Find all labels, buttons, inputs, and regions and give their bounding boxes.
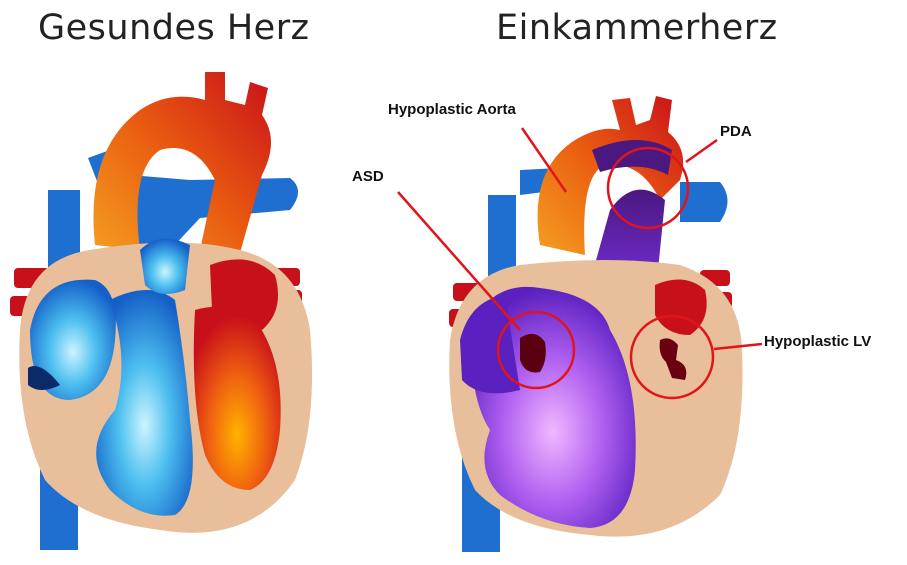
single-ventricle-heart bbox=[449, 96, 743, 552]
asd-defect bbox=[520, 334, 546, 373]
pda-label: PDA bbox=[720, 123, 752, 140]
pda-pointer bbox=[686, 140, 717, 162]
asd-label: ASD bbox=[352, 168, 384, 185]
hypoplastic-lv-label: Hypoplastic LV bbox=[764, 333, 871, 350]
right-outflow bbox=[140, 239, 190, 294]
hypoplastic-aorta-label: Hypoplastic Aorta bbox=[388, 101, 516, 118]
healthy-heart bbox=[10, 72, 312, 550]
